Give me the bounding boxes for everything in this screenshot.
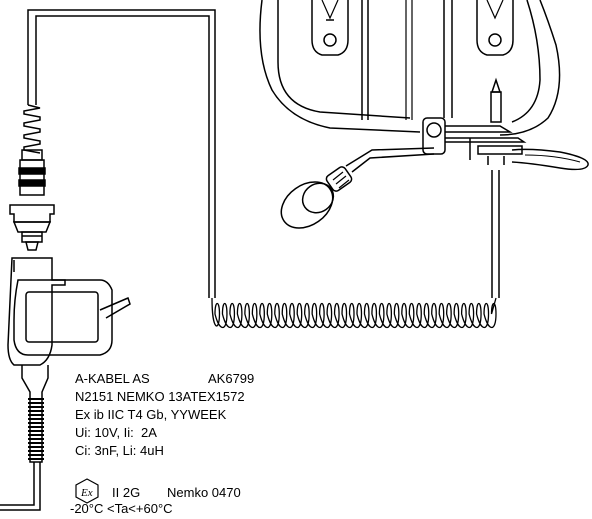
ptt-unit: [0, 257, 131, 511]
ambient-temp-label: -20°C <Ta<+60°C: [70, 501, 173, 516]
manufacturer-label: A-KABEL AS: [75, 371, 150, 386]
group-label: II 2G: [112, 485, 141, 500]
headset: [259, 0, 589, 229]
coiled-cable: [211, 170, 500, 329]
connector: [9, 104, 55, 251]
upper-cable: [27, 9, 216, 298]
ui-ii-label: Ui: 10V, Ii: 2A: [75, 425, 157, 440]
part-number-label: AK6799: [208, 371, 255, 386]
ex-symbol-text: Ex: [80, 487, 93, 499]
microphone: [280, 166, 353, 229]
protection-label: Ex ib IIC T4 Gb, YYWEEK: [75, 407, 227, 422]
ex-marking-symbol: Ex: [75, 478, 99, 504]
certificate-label: N2151 NEMKO 13ATEX1572: [75, 389, 245, 404]
ci-li-label: Ci: 3nF, Li: 4uH: [75, 443, 164, 458]
notified-body-label: Nemko 0470: [167, 485, 241, 500]
